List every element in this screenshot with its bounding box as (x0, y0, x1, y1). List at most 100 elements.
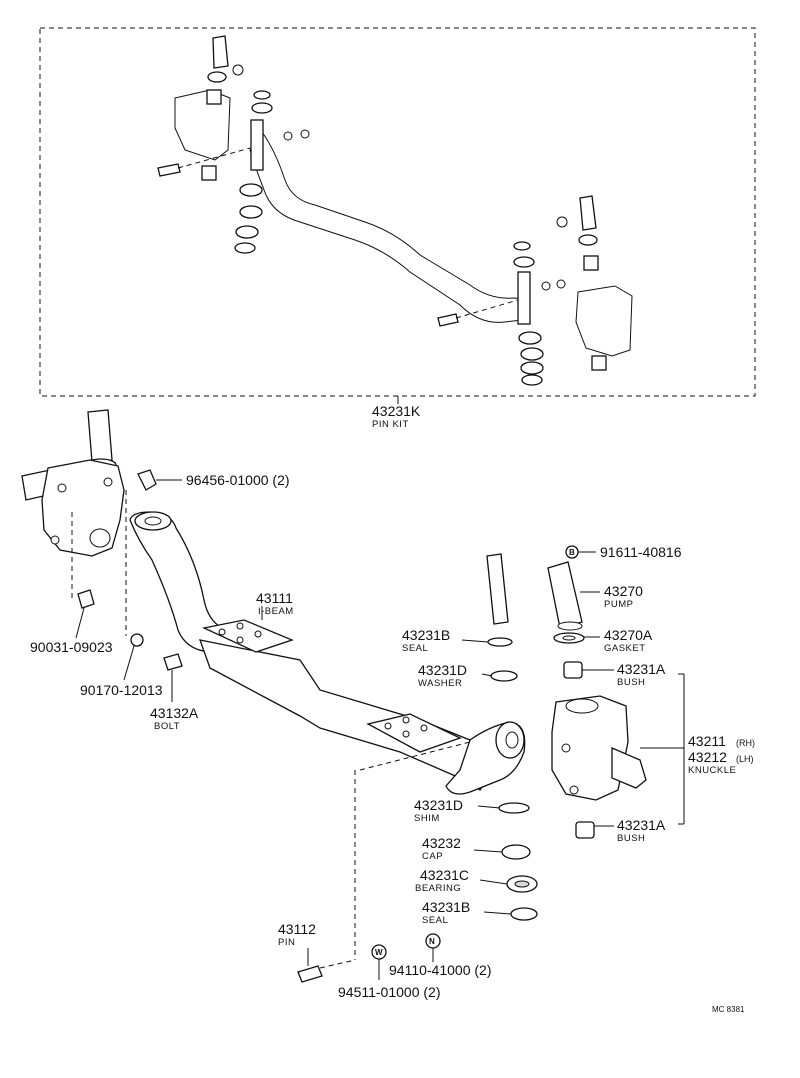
i-beam-hole-4 (254, 630, 262, 638)
seal-lower-number: 43231B (422, 899, 470, 915)
kingpin-shaft (486, 553, 509, 625)
seal-lower-leader (483, 911, 512, 915)
lower-left-bolt-leader (75, 607, 85, 639)
seal-b-desc: SEAL (402, 643, 428, 654)
seal-lower-icon (510, 907, 538, 921)
pin-kit-desc: PIN KIT (372, 419, 409, 430)
gasket-desc: GASKET (604, 643, 646, 654)
lower-left-bolt-icon (77, 589, 95, 609)
i-beam-left-eye-inner (144, 516, 162, 526)
kit-bearing-left (235, 225, 259, 239)
left-knuckle-boss (89, 528, 111, 548)
mark-n-number: 94110-41000 (2) (389, 962, 491, 978)
bush-lower-icon (575, 821, 595, 839)
shim-desc: SHIM (414, 813, 440, 824)
i-beam-hole-6 (402, 716, 410, 724)
shim-leader (477, 805, 501, 809)
bolt-43132a-desc: BOLT (154, 721, 180, 732)
kit-taper-pin-left (157, 163, 181, 177)
seal-b-leader (461, 639, 489, 643)
left-kingpin-top (87, 409, 113, 463)
bush-lower-number: 43231A (617, 817, 666, 833)
seal-lower-desc: SEAL (422, 915, 448, 926)
bolt-43132a-icon (163, 653, 183, 671)
i-beam-hole-8 (420, 724, 428, 732)
i-beam-hole-5 (384, 722, 392, 730)
right-knuckle-hole-1 (561, 743, 571, 753)
lower-left-bolt-number: 90031-09023 (30, 639, 113, 655)
right-knuckle-top-boss (565, 698, 599, 714)
cap-desc: CAP (422, 851, 443, 862)
mark-w-number: 94511-01000 (2) (338, 984, 440, 1000)
kit-nut-left-3 (300, 129, 310, 139)
gasket-number: 43270A (604, 627, 653, 643)
seal-b-ring (487, 637, 513, 647)
i-beam-pad-left (201, 619, 294, 653)
kit-nut-right-3 (556, 279, 566, 289)
i-beam-hole-1 (218, 628, 226, 636)
kit-seal-left-1 (207, 71, 227, 83)
kit-knuckle-right (575, 285, 633, 357)
washer-desc: WASHER (418, 678, 462, 689)
bush-upper-icon (563, 661, 583, 679)
knuckle-desc: KNUCKLE (688, 765, 736, 776)
left-knuckle-hole-1 (57, 483, 67, 493)
kit-seal-left-2 (234, 242, 256, 254)
kit-cap-left (239, 205, 263, 219)
left-knuckle-assembly (21, 409, 125, 557)
kit-taper-pin-right (437, 313, 459, 327)
mark-b-number: 91611-40816 (600, 544, 682, 560)
kit-seal-right-2 (521, 374, 543, 386)
shim-number: 43231D (414, 797, 463, 813)
mark-n-letter: N (429, 937, 435, 946)
bolt-43132a-number: 43132A (150, 705, 199, 721)
left-knuckle-hole-2 (103, 477, 113, 487)
drawing-code: MC 8381 (712, 1005, 745, 1014)
kit-grease-pin-left (212, 35, 229, 69)
kit-seal-right-1 (578, 234, 598, 246)
kit-bush-left-upper (206, 89, 222, 105)
pin-desc: PIN (278, 937, 295, 948)
left-knuckle-hole-3 (50, 535, 60, 545)
knuckle-rh-suffix: (RH) (736, 738, 755, 748)
right-spindle (611, 747, 647, 789)
kit-bush-right-lower (591, 355, 607, 371)
kit-kingpin-right (517, 271, 531, 325)
bush-lower-desc: BUSH (617, 833, 645, 844)
bearing-inner (514, 880, 530, 888)
kit-nut-left-1 (232, 64, 244, 76)
bearing-leader (479, 879, 508, 885)
kit-washer-left-1 (253, 90, 271, 100)
washer-leader (481, 673, 493, 677)
pump-body (547, 561, 583, 629)
kit-bearing-right (520, 361, 544, 375)
bearing-number: 43231C (420, 867, 469, 883)
kit-grease-pin-right (579, 195, 597, 231)
kit-kingpin-left (250, 119, 264, 171)
washer-number: 43231D (418, 662, 467, 678)
kit-washer-right-2 (513, 256, 535, 268)
left-nut-leader (123, 645, 135, 681)
pin-kit-frame (39, 27, 756, 397)
kit-shim-right (518, 331, 542, 345)
i-beam-desc: I-BEAM (258, 606, 294, 617)
pin-kit-box (39, 27, 756, 397)
i-beam-center (199, 639, 501, 791)
knuckle-rh-number: 43211 (688, 733, 726, 749)
washer-ring (490, 670, 518, 682)
pump-desc: PUMP (604, 599, 633, 610)
left-nut-icon (130, 633, 144, 647)
mark-w-letter: W (375, 948, 383, 957)
bush-upper-desc: BUSH (617, 677, 645, 688)
cap-leader (473, 849, 503, 853)
i-beam-pad-right (366, 713, 462, 753)
pin-number: 43112 (278, 921, 316, 937)
upper-bolt-number: 96456-01000 (2) (186, 472, 290, 488)
right-knuckle-body (551, 695, 629, 801)
bearing-desc: BEARING (415, 883, 461, 894)
pump-base (557, 621, 583, 631)
pin-guide-dash-1 (359, 741, 471, 771)
i-beam-hole-3 (236, 636, 244, 644)
kit-bush-left-lower (201, 165, 217, 181)
